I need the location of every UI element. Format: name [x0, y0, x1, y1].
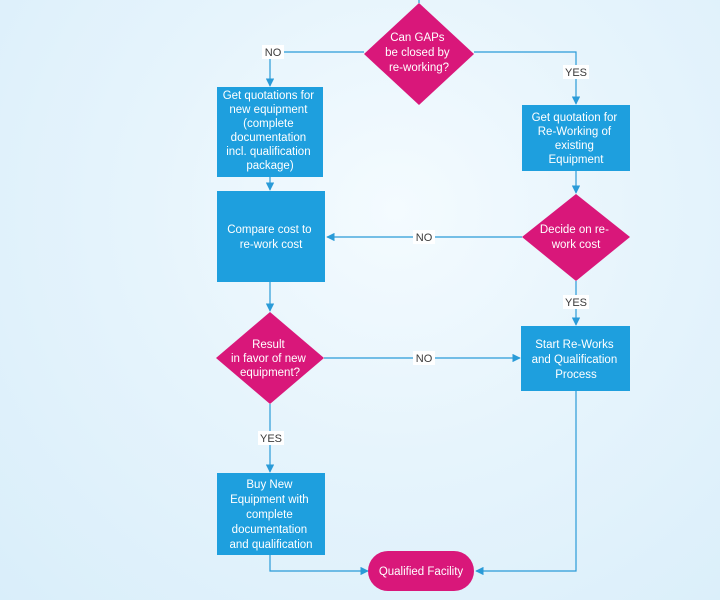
- process-quote-new[interactable]: Get quotations for new equipment (comple…: [217, 87, 323, 177]
- edge-labels: NO YES NO YES NO YES: [258, 45, 589, 445]
- process-buy-new[interactable]: Buy New Equipment with complete document…: [217, 473, 325, 555]
- process-quote-new-text: Get quotations for new equipment (comple…: [223, 90, 318, 172]
- process-shape: [217, 87, 323, 177]
- edge-label-gaps-no: NO: [265, 47, 282, 59]
- text-line: Decide on re-: [540, 224, 609, 236]
- decision-shape: [522, 194, 630, 281]
- text-line: documentation: [232, 524, 307, 536]
- text-line: Compare cost to: [227, 224, 311, 236]
- text-line: Get quotation for: [532, 112, 618, 124]
- text-line: Buy New: [246, 479, 293, 491]
- text-line: complete: [246, 509, 293, 521]
- text-line: and Qualification: [532, 354, 618, 366]
- text-line: in favor of new: [231, 353, 306, 365]
- decision-result-favor[interactable]: Result in favor of new equipment?: [216, 312, 324, 404]
- process-shape: [217, 191, 325, 282]
- text-line: re-working?: [389, 62, 449, 74]
- text-line: incl. qualification: [226, 146, 310, 158]
- text-line: (complete: [243, 118, 294, 130]
- decision-can-gaps[interactable]: Can GAPs be closed by re-working?: [364, 3, 474, 105]
- text-line: be closed by: [385, 47, 450, 59]
- decision-shape: [216, 312, 324, 404]
- edge-label-decide-no: NO: [416, 232, 433, 244]
- process-start-reworks-text: Start Re-Works and Qualification Process: [532, 339, 621, 381]
- decision-shape: [364, 3, 474, 105]
- text-line: Process: [555, 369, 597, 381]
- text-line: Result: [252, 339, 285, 351]
- text-line: and qualification: [229, 539, 312, 551]
- text-line: re-work cost: [240, 239, 303, 251]
- decision-can-gaps-text: Can GAPs be closed by re-working?: [385, 32, 453, 74]
- text-line: existing: [555, 140, 594, 152]
- label-bg: [563, 65, 589, 79]
- label-bg: [413, 230, 435, 244]
- text-line: equipment?: [240, 367, 300, 379]
- process-buy-new-text: Buy New Equipment with complete document…: [229, 479, 312, 551]
- process-shape: [217, 473, 325, 555]
- terminal-shape: [368, 551, 474, 591]
- edge-label-result-no: NO: [416, 353, 433, 365]
- label-bg: [563, 295, 589, 309]
- decision-decide-rework-text: Decide on re- work cost: [540, 224, 612, 251]
- terminal-qualified-facility[interactable]: Qualified Facility: [368, 551, 474, 591]
- edge-label-gaps-yes: YES: [565, 67, 587, 79]
- text-line: Equipment with: [230, 494, 309, 506]
- process-compare-cost-text: Compare cost to re-work cost: [227, 224, 315, 251]
- label-bg: [262, 45, 284, 59]
- text-line: Qualified Facility: [379, 566, 464, 578]
- text-line: package): [246, 160, 293, 172]
- edge-label-result-yes: YES: [260, 433, 282, 445]
- text-line: Get quotations for: [223, 90, 315, 102]
- text-line: new equipment: [229, 104, 308, 116]
- terminal-qualified-facility-text: Qualified Facility: [379, 566, 464, 578]
- edge-gaps-no: [265, 51, 364, 87]
- text-line: Re-Working of: [538, 126, 612, 138]
- process-quote-rework[interactable]: Get quotation for Re-Working of existing…: [522, 105, 630, 171]
- process-start-reworks[interactable]: Start Re-Works and Qualification Process: [521, 326, 630, 391]
- edge-label-decide-yes: YES: [565, 297, 587, 309]
- edge-gaps-yes: [474, 51, 581, 105]
- edge-start-qualified: [475, 391, 577, 576]
- process-shape: [522, 105, 630, 171]
- label-bg: [258, 431, 284, 445]
- decision-result-favor-text: Result in favor of new equipment?: [231, 339, 309, 379]
- text-line: Can GAPs: [390, 32, 445, 44]
- process-compare-cost[interactable]: Compare cost to re-work cost: [217, 191, 325, 282]
- decision-decide-rework[interactable]: Decide on re- work cost: [522, 194, 630, 281]
- text-line: documentation: [231, 132, 306, 144]
- text-line: Start Re-Works: [535, 339, 614, 351]
- text-line: work cost: [551, 239, 601, 251]
- text-line: Equipment: [549, 154, 605, 166]
- label-bg: [413, 351, 435, 365]
- process-quote-rework-text: Get quotation for Re-Working of existing…: [532, 112, 621, 166]
- edge-buy-qualified: [269, 555, 369, 576]
- process-shape: [521, 326, 630, 391]
